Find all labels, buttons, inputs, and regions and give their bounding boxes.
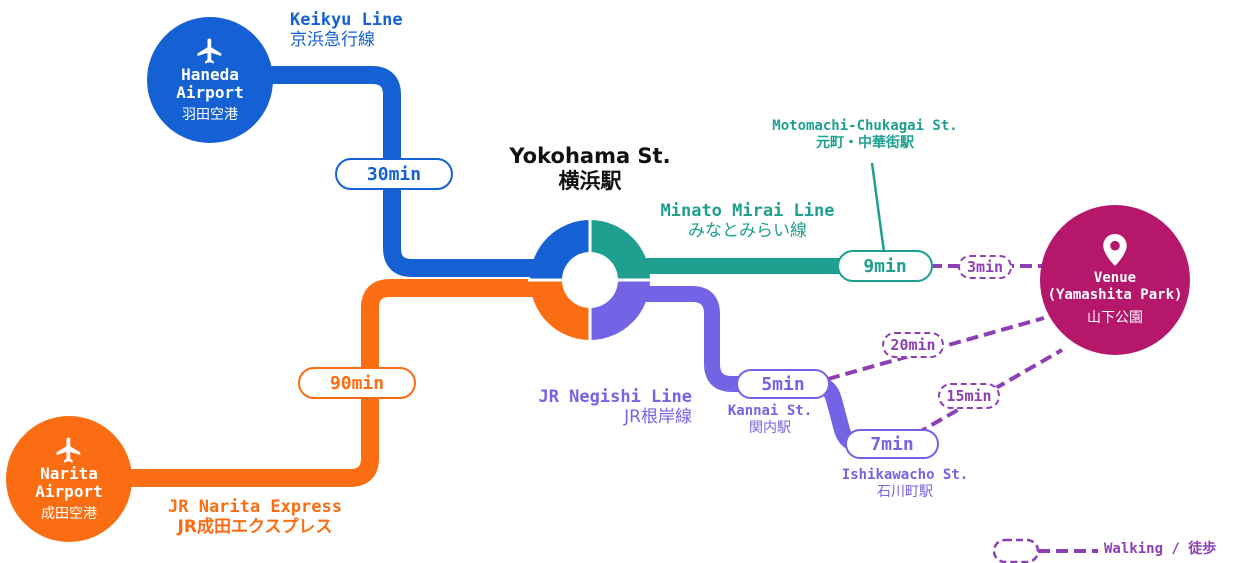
venue-name-ja: 山下公園 (1087, 309, 1143, 326)
narita-airport-node: Narita Airport 成田空港 (6, 416, 132, 542)
kannai-name-en: Kannai St. (727, 403, 813, 419)
negishi-line-label: JR Negishi Line JR根岸線 (490, 387, 692, 428)
legend-walking-label: Walking / 徒歩 (1104, 541, 1217, 557)
narita-name-en-1: Narita (40, 464, 98, 484)
map-pin-icon (1103, 233, 1127, 266)
minatomirai-name-en: Minato Mirai Line (660, 201, 835, 221)
negishi-line-track (620, 286, 861, 452)
venue-name-en-2: (Yamashita Park) (1047, 287, 1183, 303)
ishikawacho-time-pill: 7min (845, 429, 939, 459)
ishikawacho-name-en: Ishikawacho St. (841, 467, 969, 483)
walk-path-ishikawacho (915, 348, 1063, 436)
narita-name-ja: 成田空港 (41, 505, 97, 522)
airplane-icon (56, 437, 81, 463)
negishi-name-en: JR Negishi Line (538, 387, 692, 407)
airplane-icon (197, 38, 222, 64)
yokohama-station-label: Yokohama St. 横浜駅 (490, 144, 690, 194)
motomachi-name-en: Motomachi-Chukagai St. (772, 118, 958, 134)
hub-center-ring (562, 252, 618, 308)
yokohama-name-en: Yokohama St. (509, 144, 671, 168)
walk-time-ishikawacho: 15min (938, 383, 1000, 409)
kannai-name-ja: 関内駅 (749, 419, 791, 436)
narita-time-pill: 90min (298, 367, 416, 399)
minatomirai-name-ja: みなとみらい線 (688, 221, 807, 242)
walk-time-motomachi: 3min (958, 255, 1012, 279)
keikyu-name-ja: 京浜急行線 (290, 30, 375, 51)
ishikawacho-station-label: Ishikawacho St. 石川町駅 (820, 467, 990, 501)
narita-line-name-en: JR Narita Express (168, 497, 342, 517)
kannai-time-pill: 5min (736, 369, 830, 399)
motomachi-connector (870, 162, 886, 253)
minatomirai-time-pill: 9min (837, 250, 933, 282)
narita-name-en-2: Airport (35, 482, 103, 501)
haneda-name-en-2: Airport (176, 83, 244, 102)
venue-node: Venue (Yamashita Park) 山下公園 (1040, 205, 1190, 355)
keikyu-time-pill: 30min (335, 158, 453, 190)
minatomirai-line-label: Minato Mirai Line みなとみらい線 (640, 201, 855, 242)
narita-line-name-ja: JR成田エクスプレス (177, 517, 333, 538)
legend-walking-pill (992, 538, 1040, 563)
walk-time-kannai: 20min (882, 332, 944, 358)
narita-line-label: JR Narita Express JR成田エクスプレス (140, 497, 370, 538)
keikyu-line-label: Keikyu Line 京浜急行線 (290, 10, 403, 51)
venue-name-en-1: Venue (1093, 269, 1137, 286)
haneda-name-ja: 羽田空港 (182, 106, 238, 123)
keikyu-name-en: Keikyu Line (290, 10, 403, 30)
ishikawacho-name-ja: 石川町駅 (877, 483, 933, 500)
yokohama-name-ja: 横浜駅 (558, 169, 622, 194)
haneda-airport-node: Haneda Airport 羽田空港 (147, 17, 273, 143)
kannai-station-label: Kannai St. 関内駅 (725, 403, 815, 437)
motomachi-name-ja: 元町・中華街駅 (816, 134, 914, 151)
haneda-name-en-1: Haneda (181, 65, 239, 85)
yokohama-hub (528, 218, 652, 342)
motomachi-station-label: Motomachi-Chukagai St. 元町・中華街駅 (760, 118, 970, 152)
negishi-name-ja: JR根岸線 (624, 407, 692, 428)
